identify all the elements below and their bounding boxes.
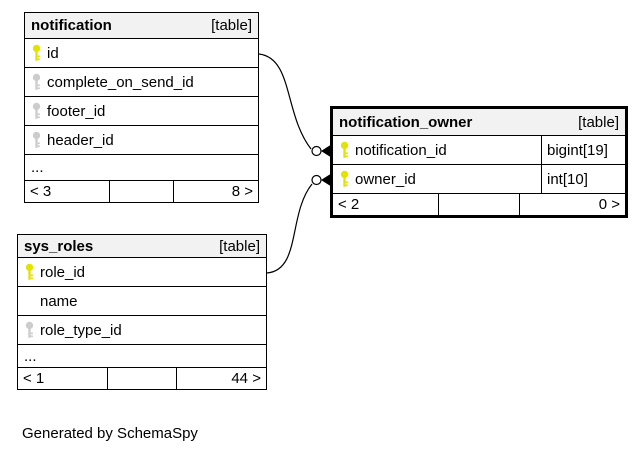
pager-row: < 3 8 > <box>25 181 258 202</box>
foreign-key-icon <box>25 73 47 91</box>
column-name: role_type_id <box>40 321 122 339</box>
column-name: complete_on_send_id <box>47 73 194 91</box>
generated-by-note: Generated by SchemaSpy <box>22 425 198 442</box>
table-header: notification [table] <box>25 13 258 39</box>
relationship-circle-end <box>311 145 322 157</box>
primary-key-icon <box>18 263 40 281</box>
table-title[interactable]: notification_owner <box>339 113 473 131</box>
column-row[interactable]: footer_id <box>25 97 258 126</box>
relationship-line <box>266 183 313 274</box>
relationship-arrowhead <box>321 174 331 186</box>
table-type-badge: [table] <box>211 17 252 34</box>
pager-middle-cell <box>108 181 175 202</box>
pager-middle-cell <box>107 368 177 389</box>
column-row[interactable]: notification_id bigint[19] <box>333 136 625 165</box>
column-name: name <box>40 292 78 310</box>
relationship-line <box>258 53 312 150</box>
column-row[interactable]: owner_id int[10] <box>333 165 625 194</box>
relationship-circle-end <box>311 174 322 186</box>
column-row[interactable]: role_id <box>18 258 266 287</box>
table-header: notification_owner [table] <box>333 109 625 136</box>
pager-prev: < 2 <box>338 196 360 213</box>
pager-row: < 1 44 > <box>18 368 266 389</box>
primary-key-icon <box>25 44 47 62</box>
column-name: id <box>47 44 59 62</box>
table-header: sys_roles [table] <box>18 235 266 258</box>
relationship-notification-to-notification-owner <box>258 53 331 157</box>
ellipsis-row: ... <box>25 155 258 181</box>
table-box-notification: notification [table] id <box>24 12 259 203</box>
foreign-key-icon <box>25 131 47 149</box>
primary-key-icon <box>333 170 355 188</box>
column-row[interactable]: id <box>25 39 258 68</box>
column-type: int[10] <box>541 165 625 193</box>
relationship-sys-roles-to-notification-owner <box>266 174 331 274</box>
foreign-key-icon <box>25 102 47 120</box>
column-name: owner_id <box>355 170 416 188</box>
table-title[interactable]: notification <box>31 17 112 34</box>
column-row[interactable]: role_type_id <box>18 316 266 345</box>
table-type-badge: [table] <box>219 237 260 255</box>
primary-key-icon <box>333 141 355 159</box>
table-box-notification-owner: notification_owner [table] notification_… <box>330 106 628 218</box>
column-row[interactable]: name <box>18 287 266 316</box>
relationship-arrowhead <box>321 145 331 157</box>
pager-next: 0 > <box>598 196 620 213</box>
table-title[interactable]: sys_roles <box>24 237 94 255</box>
pager-middle-cell <box>438 194 520 215</box>
foreign-key-icon <box>18 321 40 339</box>
ellipsis-label: ... <box>31 159 44 176</box>
pager-next: 44 > <box>231 370 261 387</box>
column-row[interactable]: header_id <box>25 126 258 155</box>
table-type-badge: [table] <box>578 113 619 131</box>
ellipsis-row: ... <box>18 345 266 368</box>
pager-row: < 2 0 > <box>333 194 625 215</box>
pager-next: 8 > <box>231 183 253 200</box>
column-name: header_id <box>47 131 114 149</box>
pager-prev: < 3 <box>30 183 52 200</box>
column-name: footer_id <box>47 102 106 120</box>
ellipsis-label: ... <box>24 347 37 365</box>
column-type: bigint[19] <box>541 136 625 164</box>
pager-prev: < 1 <box>23 370 45 387</box>
column-row[interactable]: complete_on_send_id <box>25 68 258 97</box>
column-name: notification_id <box>355 141 447 159</box>
column-name: role_id <box>40 263 86 281</box>
table-box-sys-roles: sys_roles [table] role_id name <box>17 234 267 390</box>
